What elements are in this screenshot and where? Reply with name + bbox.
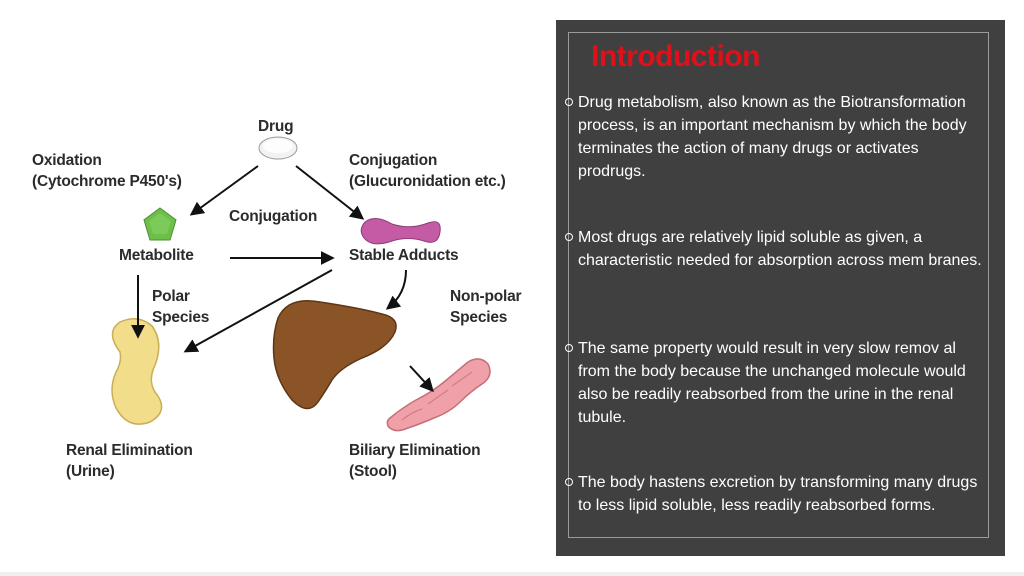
panel-title: Introduction	[591, 40, 760, 73]
bullet-item: Drug metabolism, also known as the Biotr…	[565, 91, 985, 183]
bullet-text: Drug metabolism, also known as the Biotr…	[578, 94, 967, 180]
liver-icon	[272, 300, 397, 410]
panel-frame	[568, 32, 989, 538]
bullet-item: The body hastens excretion by transformi…	[565, 471, 985, 517]
label-renal-elimination: Renal Elimination (Urine)	[66, 442, 193, 480]
bullet-text: The same property would result in very s…	[578, 340, 966, 426]
bullet-item: The same property would result in very s…	[565, 337, 985, 429]
bullet-circle-icon	[565, 478, 573, 486]
diagram-graphics	[111, 136, 491, 432]
label-metabolite: Metabolite	[119, 247, 194, 264]
label-stable-adducts: Stable Adducts	[349, 247, 459, 264]
label-conjugation-mid: Conjugation	[229, 208, 318, 225]
label-nonpolar-species: Non-polar Species	[450, 288, 522, 326]
bullet-circle-icon	[565, 233, 573, 241]
bullet-text: Most drugs are relatively lipid soluble …	[578, 229, 982, 269]
label-conjugation-top: Conjugation (Glucuronidation etc.)	[349, 152, 506, 190]
bullet-circle-icon	[565, 344, 573, 352]
drug-pill-icon	[258, 136, 298, 160]
label-drug: Drug	[258, 118, 294, 135]
arrows	[131, 165, 434, 393]
arrow-adducts-to-liver	[385, 269, 407, 310]
arrow-drug-to-adducts	[295, 165, 365, 220]
metabolite-pentagon-icon	[143, 207, 177, 241]
introduction-panel: Introduction Drug metabolism, also known…	[556, 20, 1005, 556]
intestine-icon	[386, 358, 491, 432]
stable-adduct-icon	[360, 218, 441, 245]
bullet-circle-icon	[565, 98, 573, 106]
label-biliary-elimination: Biliary Elimination (Stool)	[349, 442, 481, 480]
arrow-adducts-to-renal	[183, 269, 333, 353]
bullet-text: The body hastens excretion by transformi…	[578, 474, 978, 514]
arrow-drug-to-metabolite	[189, 165, 259, 216]
arrow-liver-to-intestine	[409, 365, 434, 393]
label-polar-species: Polar Species	[152, 288, 210, 326]
kidney-icon	[111, 318, 163, 425]
bullet-item: Most drugs are relatively lipid soluble …	[565, 226, 985, 272]
bottom-divider	[0, 572, 1024, 576]
drug-metabolism-diagram: Drug Oxidation (Cytochrome P450's) Conju…	[20, 100, 540, 500]
label-oxidation: Oxidation (Cytochrome P450's)	[32, 152, 182, 190]
